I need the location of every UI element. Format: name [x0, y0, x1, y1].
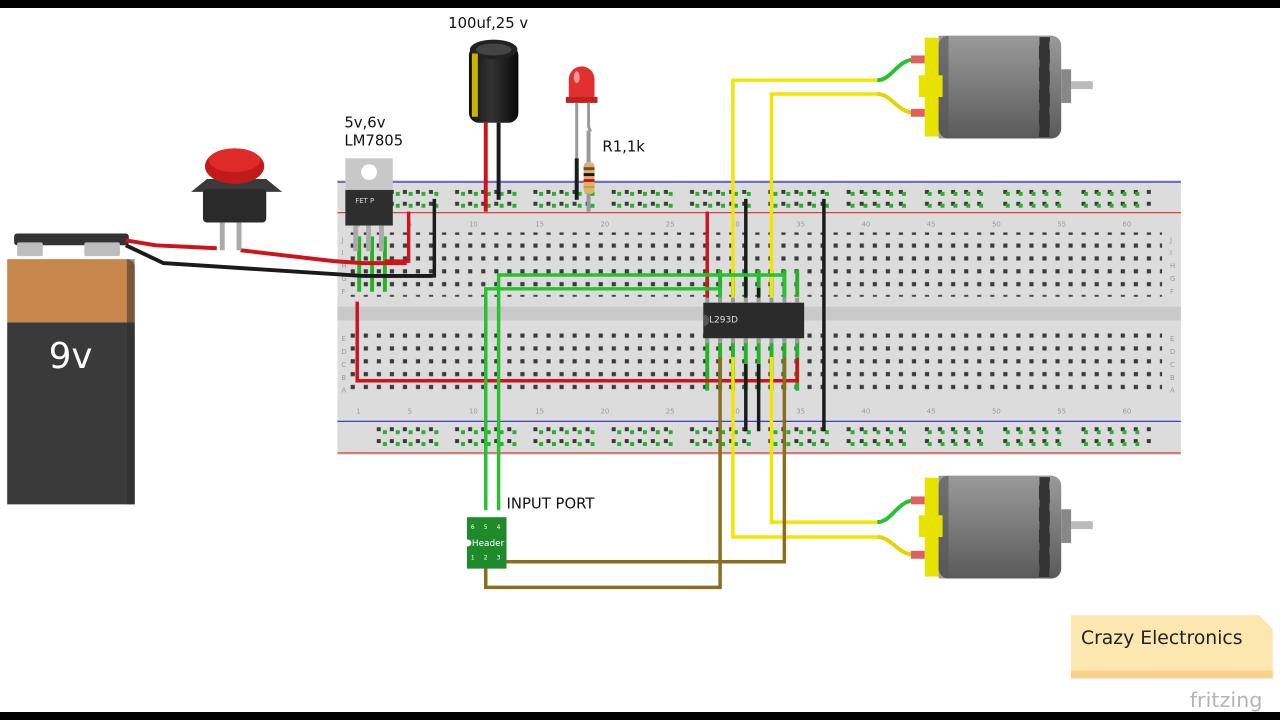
col-number: 30: [731, 221, 740, 229]
wire-red: [240, 248, 407, 266]
battery-label: 9v: [49, 336, 93, 377]
row-letter: H: [341, 262, 346, 270]
row-letter: D: [341, 348, 346, 356]
regulator-part-label: LM7805: [344, 132, 403, 149]
row-letter: G: [1170, 275, 1175, 283]
regulator-body-text: FET P: [355, 197, 374, 205]
col-number: 45: [927, 407, 936, 415]
wire-green: [496, 273, 787, 511]
pin-label: 6: [471, 524, 475, 531]
row-letter: J: [1169, 236, 1172, 244]
wire-yellow: [731, 78, 878, 302]
red-led: [565, 66, 598, 159]
wire-brown: [498, 357, 787, 564]
resistor: R1,1k: [583, 130, 645, 212]
col-number: 20: [600, 221, 609, 229]
capacitor-label: 100uf,25 v: [448, 15, 528, 32]
col-number: 20: [600, 407, 609, 415]
row-letter: I: [341, 249, 343, 257]
col-number: 10: [469, 407, 478, 415]
pin-label: 4: [497, 524, 501, 531]
wire-red: [355, 301, 799, 383]
wire-black: [372, 198, 437, 278]
electrolytic-capacitor: 100uf,25 v: [448, 15, 528, 212]
col-number: 15: [535, 407, 544, 415]
row-letter: J: [340, 236, 343, 244]
pin-label: 2: [484, 555, 488, 562]
push-button-switch: [191, 148, 283, 251]
header-label: INPUT PORT: [507, 495, 596, 512]
col-number: 50: [992, 407, 1001, 415]
row-letter: E: [341, 335, 345, 343]
col-number: 55: [1057, 221, 1066, 229]
row-letter: B: [341, 374, 346, 382]
col-number: 10: [469, 221, 478, 229]
wire-red: [384, 211, 411, 263]
row-letter: C: [1170, 361, 1175, 369]
col-number: 30: [731, 407, 740, 415]
ic-label: L293D: [709, 315, 738, 325]
pin-label: 3: [497, 555, 501, 562]
battery-9v: 9v: [7, 233, 135, 505]
row-letter: A: [1170, 387, 1175, 395]
regulator-voltage-label: 5v,6v: [344, 115, 385, 132]
pin-label: 5: [484, 524, 488, 531]
wire-yellow: [769, 92, 878, 302]
dc-motor-top: [877, 35, 1093, 139]
resistor-label: R1,1k: [602, 138, 645, 155]
col-number: 1: [356, 407, 360, 415]
wire-brown: [484, 357, 722, 590]
col-number: 40: [861, 407, 870, 415]
col-number: 25: [666, 407, 675, 415]
col-number: 45: [927, 221, 936, 229]
row-letter: E: [1170, 335, 1174, 343]
fritzing-logo: fritzing: [1190, 688, 1263, 712]
wire-red: [125, 238, 217, 251]
dc-motor-bottom: [876, 475, 1093, 579]
col-number: 40: [861, 221, 870, 229]
row-letter: F: [1170, 288, 1174, 296]
row-letter: C: [341, 361, 346, 369]
wire-black: [574, 158, 579, 200]
schematic-drawing: 1 5 10 15 20 25 30 35 40 45 50 55 60 1 5…: [7, 15, 1273, 712]
col-number: 55: [1057, 407, 1066, 415]
col-number: 35: [796, 221, 805, 229]
wire-green: [484, 287, 722, 511]
col-number: 50: [992, 221, 1001, 229]
breadboard: 1 5 10 15 20 25 30 35 40 45 50 55 60 1 5…: [337, 180, 1181, 455]
col-number: 60: [1123, 407, 1132, 415]
col-number: 35: [796, 407, 805, 415]
pin-label: 1: [471, 555, 475, 562]
note-text: Crazy Electronics: [1081, 628, 1243, 649]
row-letter: G: [341, 275, 346, 283]
note-card: Crazy Electronics: [1071, 615, 1273, 679]
row-letter: A: [341, 387, 346, 395]
input-port-header: INPUT PORT Header 6 5 4 1 2 3: [464, 495, 596, 569]
col-number: 5: [408, 407, 412, 415]
row-letter: B: [1170, 374, 1175, 382]
col-number: 25: [666, 221, 675, 229]
wire-yellow: [769, 357, 878, 524]
header-body-text: Header: [472, 539, 505, 549]
voltage-regulator: 5v,6v LM7805 FET P: [344, 115, 403, 252]
col-number: 60: [1123, 221, 1132, 229]
row-letter: F: [341, 288, 345, 296]
circuit-canvas: 1 5 10 15 20 25 30 35 40 45 50 55 60 1 5…: [0, 8, 1280, 712]
row-letter: H: [1170, 262, 1175, 270]
row-letter: D: [1170, 348, 1175, 356]
row-letter: I: [1170, 249, 1172, 257]
wire-yellow: [731, 357, 878, 539]
col-number: 15: [535, 221, 544, 229]
l293d-driver-ic: L293D: [703, 297, 805, 344]
